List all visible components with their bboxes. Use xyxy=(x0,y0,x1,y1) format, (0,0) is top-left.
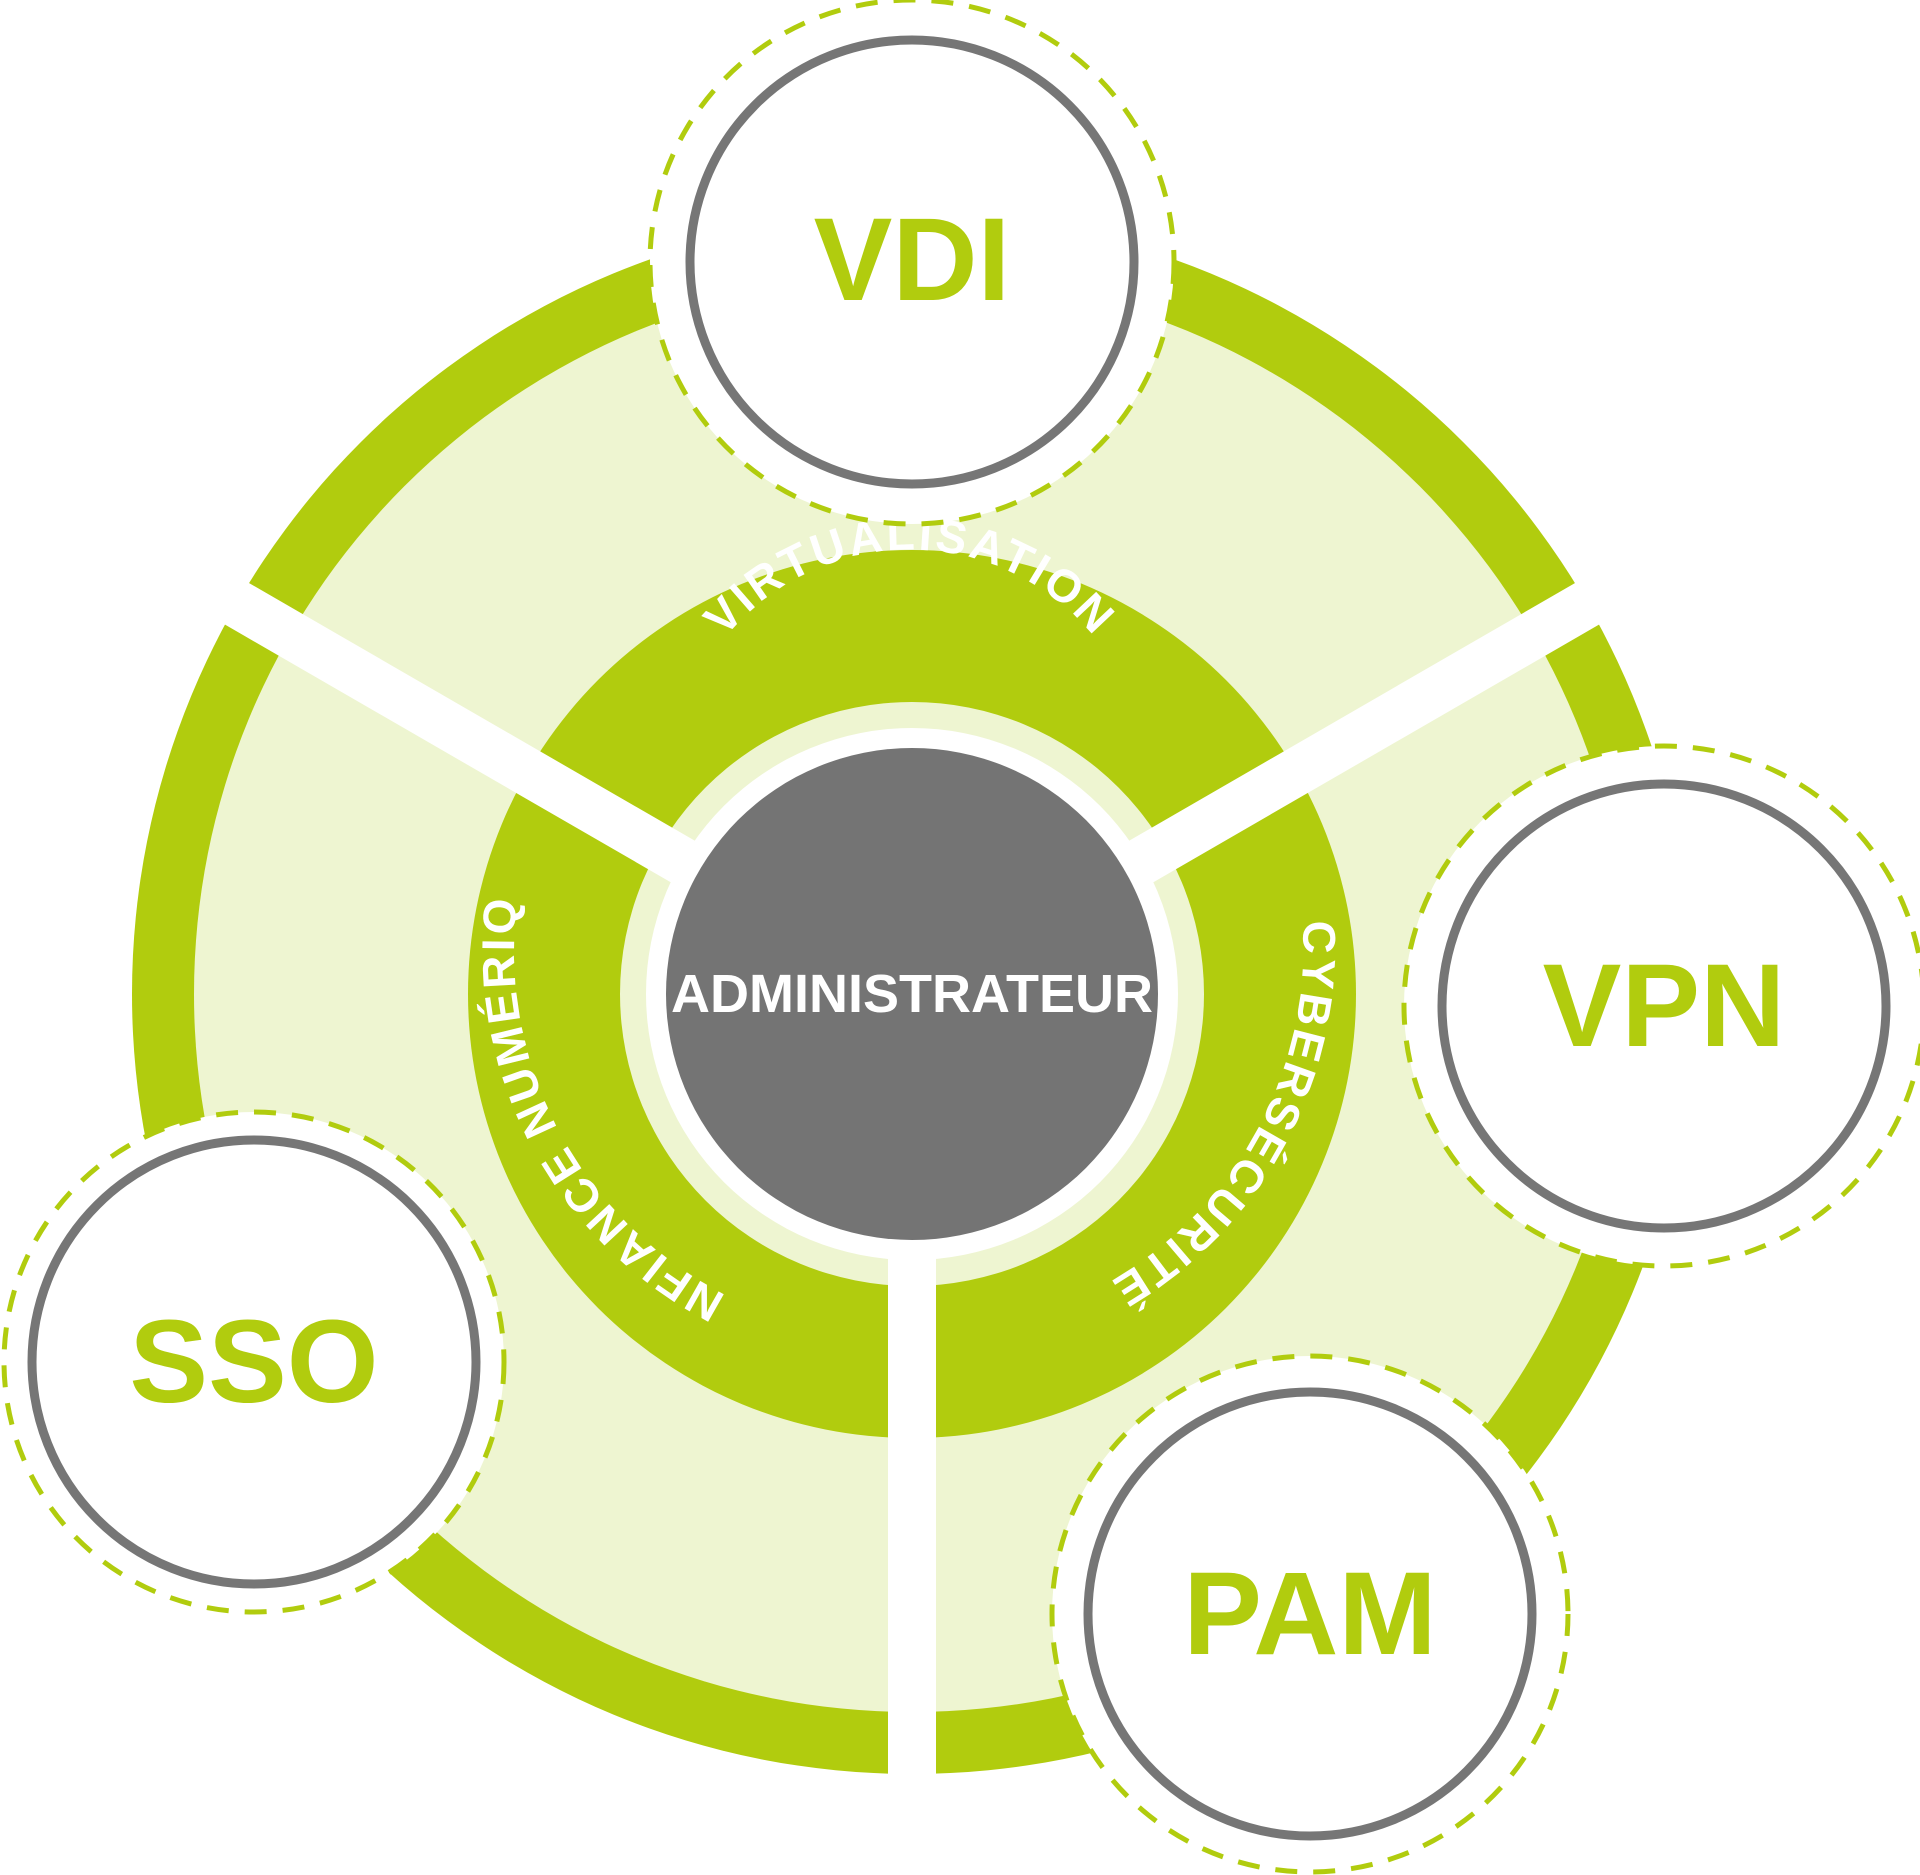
node-vdi: VDI xyxy=(647,0,1177,527)
node-pam-label: PAM xyxy=(1183,1548,1436,1680)
center-circle xyxy=(666,748,1158,1240)
node-vdi-label: VDI xyxy=(814,194,1011,326)
node-sso-label: SSO xyxy=(129,1296,378,1428)
node-vpn-label: VPN xyxy=(1543,940,1786,1072)
node-sso: SSO xyxy=(1,1109,507,1615)
node-sso-ring xyxy=(27,1135,481,1589)
node-pam: PAM xyxy=(1049,1353,1571,1875)
node-pam-ring xyxy=(1083,1387,1537,1841)
node-vpn-ring xyxy=(1437,779,1891,1233)
node-vdi-ring xyxy=(685,35,1139,489)
node-vpn: VPN xyxy=(1401,743,1920,1269)
center-label: ADMINISTRATEUR xyxy=(671,964,1153,1024)
center-hub: ADMINISTRATEUR xyxy=(646,728,1178,1260)
